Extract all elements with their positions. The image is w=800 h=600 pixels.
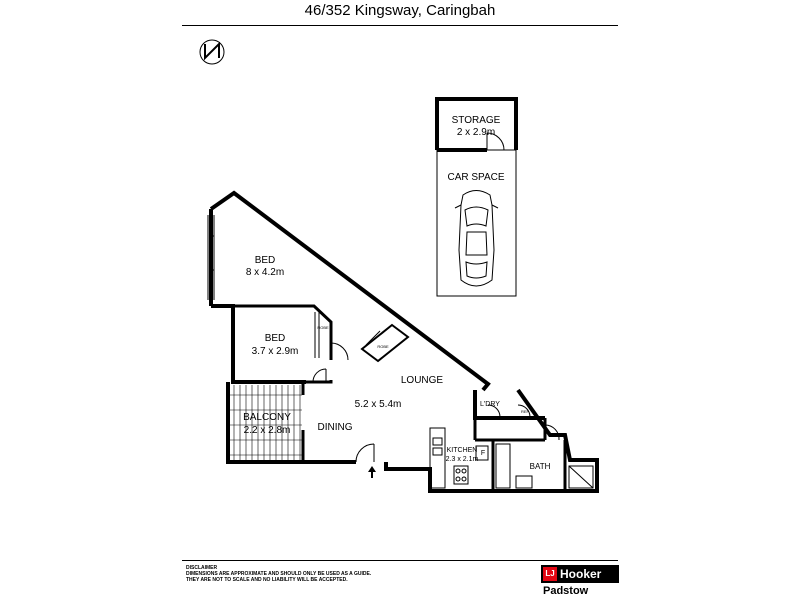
- outer-walls: [209, 190, 599, 493]
- robe-lounge: [360, 323, 410, 363]
- windows: [207, 215, 215, 300]
- fridge-label: F: [481, 450, 485, 457]
- ref-label: REF: [521, 409, 530, 414]
- balcony-hatch: [230, 385, 302, 460]
- storage-label: STORAGE: [452, 115, 501, 126]
- storage-size: 2 x 2.9m: [457, 127, 495, 138]
- bed2-size: 3.7 x 2.9m: [252, 346, 299, 357]
- disclaimer: DISCLAIMER DIMENSIONS ARE APPROXIMATE AN…: [186, 565, 446, 583]
- bath-fixtures: [495, 443, 594, 489]
- car-icon: [454, 190, 499, 287]
- lounge-label: LOUNGE: [401, 375, 444, 386]
- dining-label: DINING: [318, 422, 353, 433]
- balcony-label: BALCONY: [243, 412, 291, 423]
- north-arrow-icon: [199, 39, 225, 65]
- logo-banner: LJ Hooker: [541, 565, 619, 583]
- title-divider: [182, 25, 618, 26]
- brand-name: Hooker: [560, 567, 602, 581]
- bath-label: BATH: [530, 462, 551, 471]
- balcony-size: 2.2 x 2.8m: [244, 425, 291, 436]
- lj-badge: LJ: [543, 567, 557, 581]
- page-title: 46/352 Kingsway, Caringbah: [304, 2, 496, 19]
- disclaimer-line-2: THEY ARE NOT TO SCALE AND NO LIABILITY W…: [186, 577, 348, 583]
- bed2-label: BED: [265, 333, 286, 344]
- car-space-label: CAR SPACE: [447, 172, 504, 183]
- disclaimer-title: DISCLAIMER: [186, 565, 218, 571]
- car-space: [436, 149, 517, 297]
- laundry-label: L'DRY: [480, 401, 500, 408]
- robe-lounge-label: ROBE: [377, 344, 389, 349]
- brand-office: Padstow: [543, 585, 589, 597]
- entry-arrow-icon: [368, 466, 376, 478]
- lounge-size: 5.2 x 5.4m: [355, 399, 402, 410]
- robe-bed2: [314, 312, 320, 358]
- bed1-size: 8 x 4.2m: [246, 267, 284, 278]
- kitchen-size: 2.3 x 2.1m: [446, 456, 479, 463]
- kitchen-label: KITCHEN: [447, 447, 478, 454]
- bed1-label: BED: [255, 255, 276, 266]
- robe-bed2-label: ROBE: [317, 325, 329, 330]
- disclaimer-line-1: DIMENSIONS ARE APPROXIMATE AND SHOULD ON…: [186, 571, 372, 577]
- kitchen-fixtures: [429, 427, 489, 489]
- door-swings: [312, 342, 560, 463]
- inner-walls: [233, 304, 567, 491]
- agency-logo: LJ Hooker Padstow: [541, 565, 619, 599]
- footer-divider: [182, 560, 618, 561]
